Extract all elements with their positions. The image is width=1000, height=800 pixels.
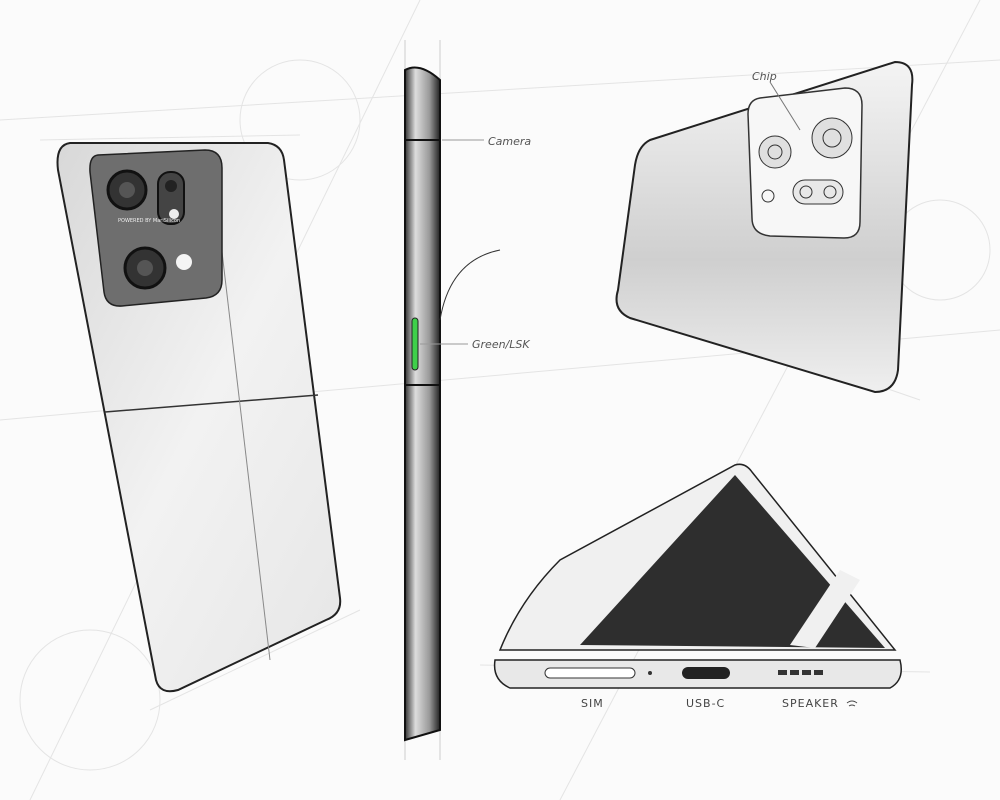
- module-branding: POWERED BY MariSilicon: [118, 218, 180, 224]
- usb-c-port: [682, 667, 730, 679]
- usb-label: USB-C: [686, 697, 725, 710]
- screen: [580, 475, 885, 648]
- sim-label: SIM: [581, 697, 604, 710]
- phone-back-view: POWERED BY MariSilicon: [56, 142, 342, 693]
- phone-bottom-view: SIM USB-C SPEAKER: [493, 463, 902, 710]
- button-label: Green/LSK: [472, 338, 530, 351]
- side-button: [411, 317, 419, 371]
- speaker-label: SPEAKER: [782, 697, 839, 710]
- wifi-icon: [846, 700, 858, 707]
- sim-tray: [544, 667, 636, 679]
- speaker-grille: [778, 670, 823, 675]
- phone-camera-angle-view: Chip: [615, 60, 914, 394]
- camera-label: Camera: [488, 135, 531, 148]
- phone-side-view: Camera Green/LSK: [404, 40, 531, 760]
- chip-label: Chip: [752, 70, 777, 83]
- flash-icon: [176, 254, 192, 270]
